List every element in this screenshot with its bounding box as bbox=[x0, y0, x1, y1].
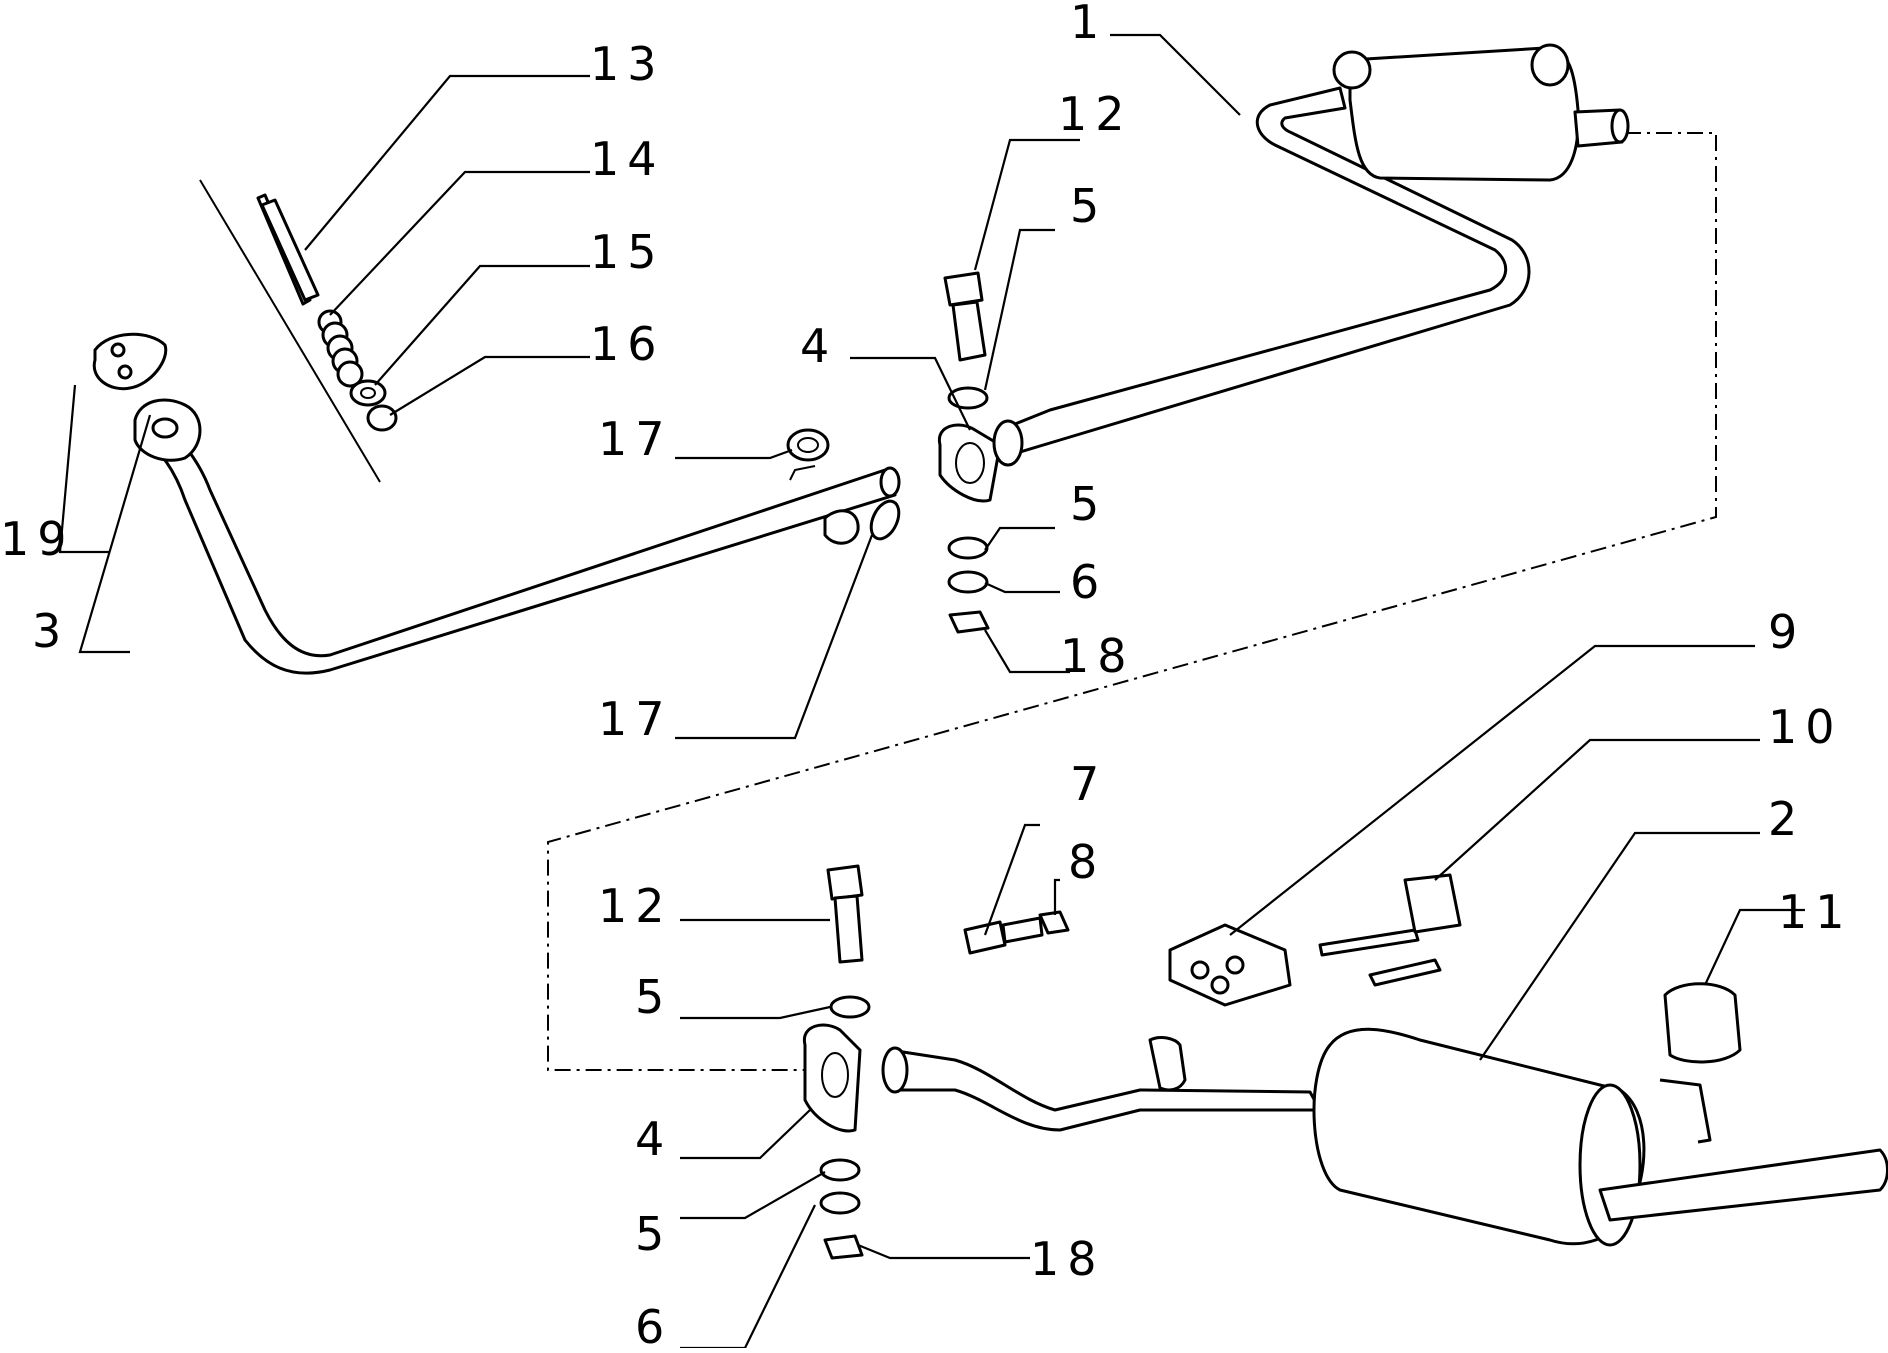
callout-6-bottom: 6 bbox=[635, 1300, 672, 1348]
callout-4-bottom: 4 bbox=[635, 1112, 672, 1166]
callout-14: 14 bbox=[590, 132, 665, 186]
callout-5-mid: 5 bbox=[1070, 477, 1107, 531]
callout-9: 9 bbox=[1768, 605, 1805, 659]
callout-5-lower-a: 5 bbox=[635, 970, 672, 1024]
callout-5-top: 5 bbox=[1070, 179, 1107, 233]
callout-11: 11 bbox=[1778, 885, 1853, 939]
callout-17-bottom: 17 bbox=[598, 692, 673, 746]
callout-1: 1 bbox=[1070, 0, 1107, 49]
front-exhaust-pipe bbox=[92, 332, 901, 675]
callout-8: 8 bbox=[1068, 835, 1105, 889]
callout-4-top: 4 bbox=[800, 319, 837, 373]
callout-15: 15 bbox=[590, 225, 665, 279]
callout-7: 7 bbox=[1070, 757, 1107, 811]
callout-19: 19 bbox=[0, 512, 75, 566]
clamp-top bbox=[786, 423, 1002, 503]
callout-12-bottom: 12 bbox=[598, 879, 673, 933]
hanger-bracket-10 bbox=[1318, 873, 1462, 987]
assembly-dash-line bbox=[547, 132, 1717, 1071]
callout-18-top: 18 bbox=[1060, 629, 1135, 683]
rear-clamp-assembly bbox=[802, 864, 1070, 1260]
callout-6-top: 6 bbox=[1070, 555, 1107, 609]
callout-18-bottom: 18 bbox=[1030, 1232, 1105, 1286]
rear-muffler-pipe bbox=[881, 1027, 1888, 1247]
callout-12-top: 12 bbox=[1058, 87, 1133, 141]
callout-16: 16 bbox=[590, 317, 665, 371]
callout-17-top: 17 bbox=[598, 412, 673, 466]
callout-3: 3 bbox=[32, 604, 69, 658]
rubber-mount-11 bbox=[1659, 982, 1742, 1144]
stud-spring-assembly bbox=[256, 193, 398, 432]
callout-5-lower-b: 5 bbox=[635, 1207, 672, 1261]
front-muffler-pipe bbox=[992, 43, 1630, 467]
callout-10: 10 bbox=[1768, 700, 1843, 754]
rubber-mount-9 bbox=[1168, 923, 1292, 1007]
callout-13: 13 bbox=[590, 37, 665, 91]
callout-2: 2 bbox=[1768, 792, 1805, 846]
bolt-top bbox=[943, 271, 990, 634]
